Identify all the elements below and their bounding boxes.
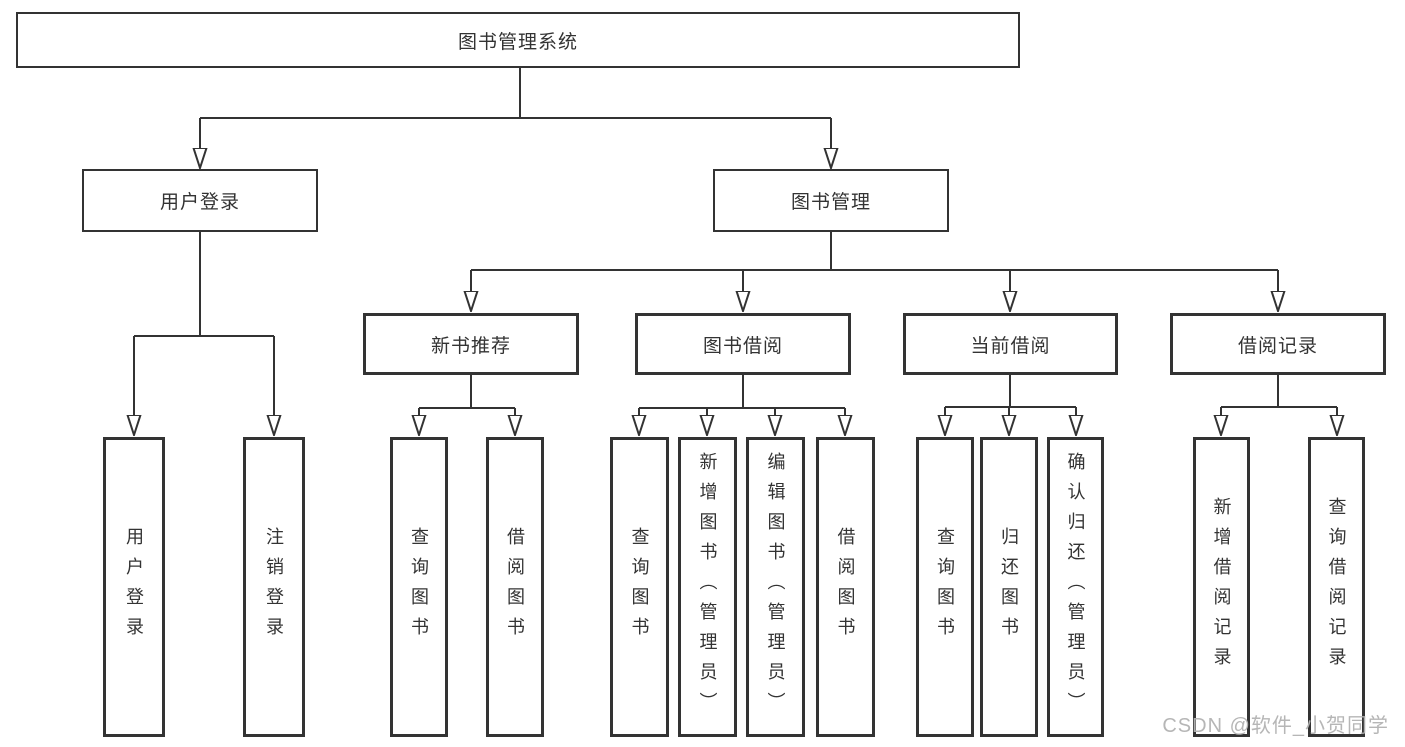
wire-root-to-level2 — [200, 68, 831, 148]
csdn-watermark: CSDN @软件_小贺同学 — [1162, 715, 1389, 737]
leaf-add-borrow-record: 新增借阅记录 — [1193, 437, 1250, 737]
leaf-borrow-books-1: 借阅图书 — [486, 437, 544, 737]
leaf-borrow-books-2: 借阅图书 — [816, 437, 875, 737]
node-borrowing-records: 借阅记录 — [1170, 313, 1386, 375]
wire-borrow-records-children — [1221, 375, 1337, 415]
wire-user-login-children — [134, 232, 274, 415]
node-book-borrowing: 图书借阅 — [635, 313, 851, 375]
leaf-user-login: 用户登录 — [103, 437, 165, 737]
leaf-label: 新增借阅记录 — [1211, 497, 1232, 677]
leaf-query-books-3: 查询图书 — [916, 437, 974, 737]
leaf-confirm-return-admin: 确认归还（管理员） — [1047, 437, 1104, 737]
leaf-return-books: 归还图书 — [980, 437, 1038, 737]
leaf-label: 查询图书 — [629, 527, 650, 647]
wire-book-borrow-children — [639, 375, 845, 415]
node-library-system: 图书管理系统 — [16, 12, 1020, 68]
leaf-label: 查询图书 — [935, 527, 955, 647]
node-current-borrowing: 当前借阅 — [903, 313, 1118, 375]
node-new-book-recommend: 新书推荐 — [363, 313, 579, 375]
leaf-logout: 注销登录 — [243, 437, 305, 737]
leaf-label: 确认归还（管理员） — [1065, 452, 1086, 722]
leaf-label: 注销登录 — [264, 527, 284, 647]
leaf-query-books-2: 查询图书 — [610, 437, 669, 737]
leaf-query-borrow-record: 查询借阅记录 — [1308, 437, 1365, 737]
leaf-label: 查询图书 — [409, 527, 429, 647]
leaf-label: 查询借阅记录 — [1326, 497, 1347, 677]
leaf-label: 新增图书（管理员） — [697, 452, 718, 722]
leaf-label: 借阅图书 — [505, 527, 525, 647]
leaf-label: 用户登录 — [124, 527, 144, 647]
wire-new-books-children — [419, 375, 515, 415]
leaf-label: 借阅图书 — [835, 527, 856, 647]
leaf-add-books-admin: 新增图书（管理员） — [678, 437, 737, 737]
leaf-edit-books-admin: 编辑图书（管理员） — [746, 437, 805, 737]
leaf-query-books-1: 查询图书 — [390, 437, 448, 737]
leaf-label: 编辑图书（管理员） — [765, 452, 786, 722]
node-book-management: 图书管理 — [713, 169, 949, 232]
leaf-label: 归还图书 — [999, 527, 1019, 647]
node-user-login: 用户登录 — [82, 169, 318, 232]
wire-current-borrow-children — [945, 375, 1076, 415]
wire-book-mgmt-to-level3 — [471, 232, 1278, 291]
